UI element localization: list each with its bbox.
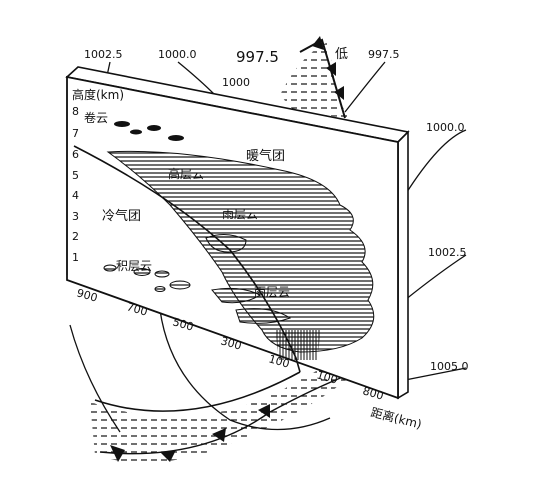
isobar-997-5-right	[344, 61, 386, 113]
x-tick-100a: 100	[267, 352, 291, 370]
cumulus-clouds	[103, 264, 191, 292]
x-tick-900: 900	[75, 286, 99, 304]
isobar-1000-top	[177, 61, 216, 96]
y-tick-3: 3	[72, 210, 79, 223]
y-axis: 高度(km) 8 7 6 5 4 3 2 1	[66, 87, 124, 275]
x-tick-500: 500	[171, 315, 195, 333]
isobar-label-997-5-right: 997.5	[368, 48, 400, 61]
isobar-label-1000-top: 1000.0	[158, 48, 197, 61]
frontal-surface-line	[73, 145, 301, 373]
isobar-right-1000	[404, 129, 467, 196]
front-symbol-top	[280, 36, 350, 119]
altostratus-label: 高层云	[168, 166, 204, 181]
isobar-label-1002-5-top: 1002.5	[84, 48, 123, 61]
isobar-label-1005-right: 1005.0	[430, 360, 469, 373]
nimbostratus-label: 雨层云	[222, 207, 258, 221]
stratocumulus-label: 积层云	[116, 259, 152, 273]
cloud-masses	[106, 150, 375, 360]
y-axis-title: 高度(km)	[72, 87, 124, 102]
warm-air-mass-label: 暖气团	[246, 148, 285, 164]
x-tick-800: 800	[361, 384, 385, 402]
air-mass-labels: 暖气团 冷气团 卷云 高层云 雨层云 积层云 雨层云	[84, 110, 290, 299]
warm-front-cloud	[106, 150, 375, 353]
isobar-label-1000-small: 1000	[222, 76, 250, 89]
y-tick-2: 2	[72, 230, 79, 243]
cirrus-clouds	[114, 121, 184, 141]
isobar-label-997-5-main: 997.5	[236, 48, 279, 66]
isobar-lower-left	[69, 324, 121, 433]
rain-cloud-label: 雨层云	[254, 285, 290, 299]
cold-air-mass-label: 冷气团	[102, 208, 141, 224]
x-axis-title: 距离(km)	[369, 404, 423, 431]
y-tick-1: 1	[72, 251, 79, 264]
isobar-label-1000-right: 1000.0	[426, 121, 465, 134]
isobar-labels: 1002.5 1000.0 997.5 1000 997.5 低 1000.0 …	[84, 47, 469, 373]
isobar-lower-mid	[159, 309, 331, 431]
x-tick-700: 700	[125, 300, 149, 318]
cirrus-label: 卷云	[84, 110, 108, 125]
isobar-right-1002-5	[404, 254, 467, 301]
ground-precipitation-band	[90, 365, 357, 463]
isobar-label-1002-5-right: 1002.5	[428, 246, 467, 259]
y-tick-8: 8	[72, 105, 79, 118]
x-tick-100b: 100	[315, 368, 339, 386]
stratocumulus-cloud	[205, 234, 247, 253]
y-tick-7: 7	[72, 127, 79, 140]
y-tick-6: 6	[72, 148, 79, 161]
x-tick-300: 300	[219, 334, 243, 352]
y-tick-5: 5	[72, 169, 79, 182]
y-tick-4: 4	[72, 189, 79, 202]
low-pressure-label: 低	[335, 47, 348, 62]
